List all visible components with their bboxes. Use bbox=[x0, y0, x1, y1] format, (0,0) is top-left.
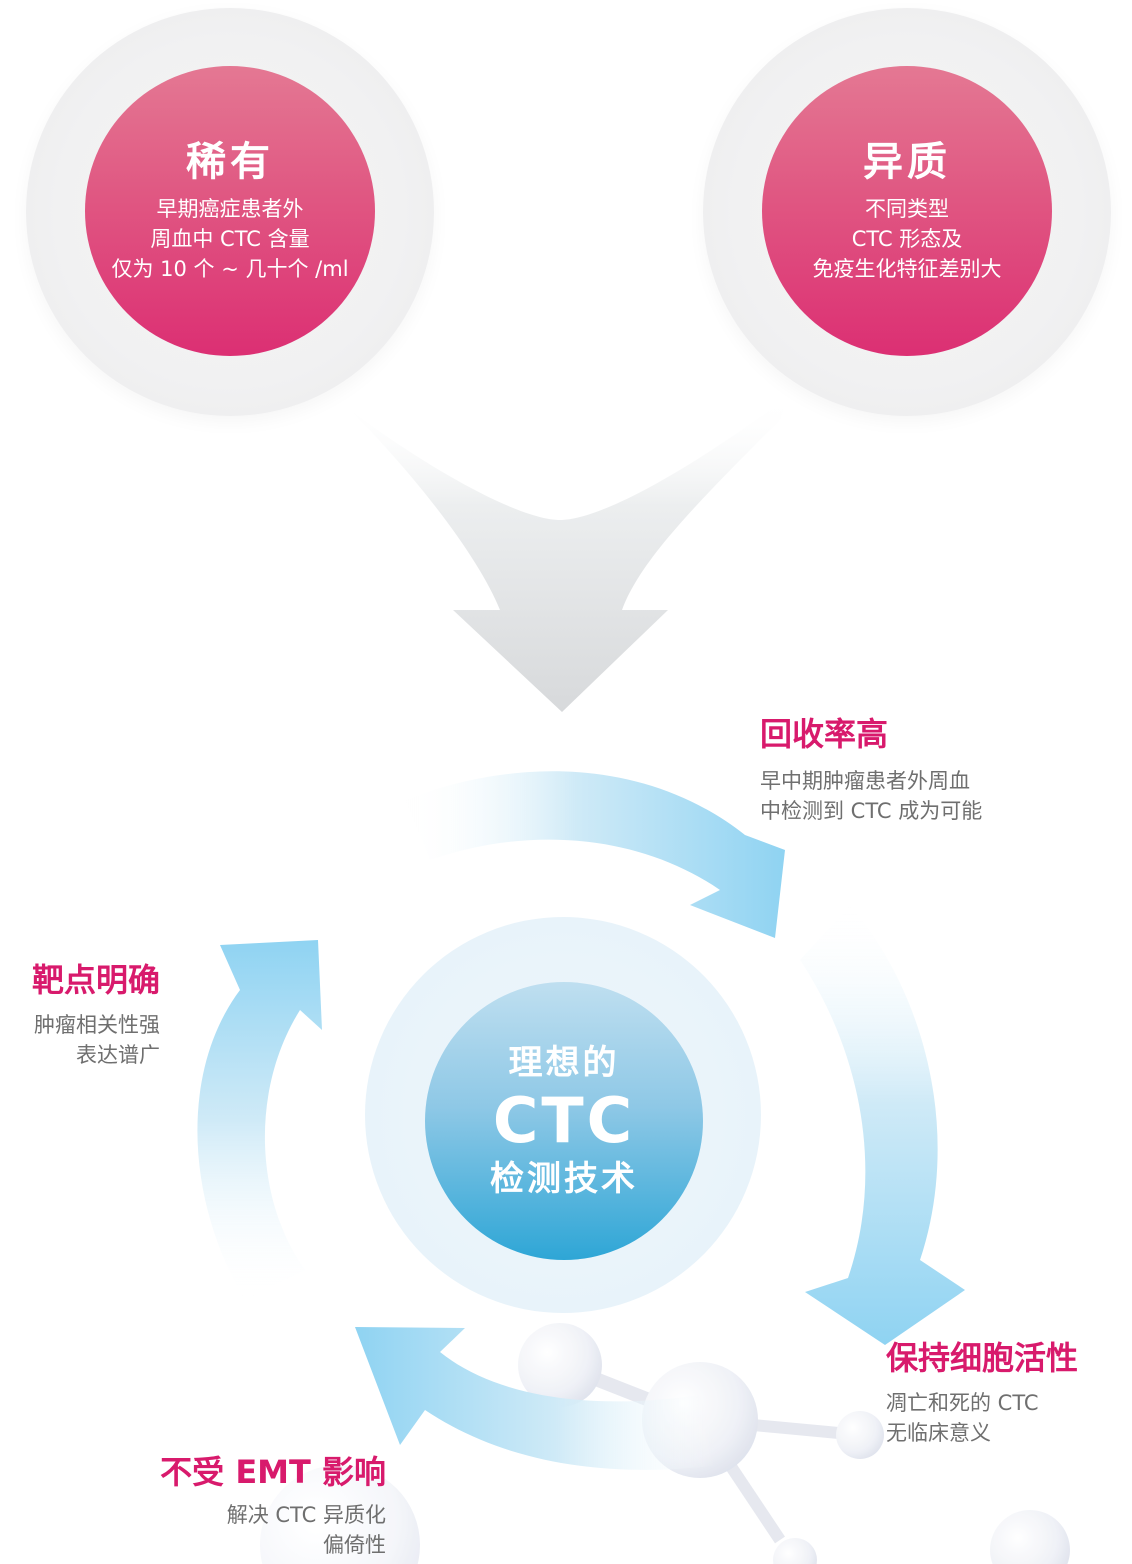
challenge-title: 稀有 bbox=[186, 139, 274, 185]
feature-target: 靶点明确 肿瘤相关性强 表达谱广 bbox=[0, 960, 160, 1070]
feature-title: 保持细胞活性 bbox=[886, 1339, 1079, 1377]
core-line-1: 理想的 bbox=[508, 1043, 620, 1083]
core-line-2: CTC bbox=[492, 1084, 636, 1157]
down-arrow-icon bbox=[350, 395, 790, 712]
feature-desc-line: 解决 CTC 异质化 bbox=[226, 1503, 386, 1527]
challenge-card-heterogeneous: 异质 不同类型 CTC 形态及 免疫生化特征差别大 bbox=[762, 66, 1052, 356]
feature-desc-line: 偏倚性 bbox=[323, 1533, 386, 1557]
challenge-title: 异质 bbox=[863, 139, 951, 185]
feature-viability: 保持细胞活性 凋亡和死的 CTC 无临床意义 bbox=[886, 1338, 1078, 1448]
challenge-desc-line: 不同类型 bbox=[865, 197, 949, 221]
feature-desc-line: 表达谱广 bbox=[76, 1043, 160, 1067]
feature-desc-line: 肿瘤相关性强 bbox=[34, 1013, 160, 1037]
cycle-arrow-icon bbox=[197, 771, 965, 1470]
challenge-desc-line: 免疫生化特征差别大 bbox=[812, 257, 1002, 281]
challenge-desc-line: 周血中 CTC 含量 bbox=[150, 227, 310, 251]
feature-desc-line: 无临床意义 bbox=[886, 1421, 991, 1445]
challenge-card-rare: 稀有 早期癌症患者外 周血中 CTC 含量 仅为 10 个 ~ 几十个 /ml bbox=[85, 66, 375, 356]
feature-desc-line: 中检测到 CTC 成为可能 bbox=[760, 799, 983, 823]
core-line-3: 检测技术 bbox=[490, 1159, 638, 1199]
feature-title: 回收率高 bbox=[760, 715, 889, 753]
core-hub: 理想的 CTC 检测技术 bbox=[425, 982, 703, 1260]
feature-desc-line: 早中期肿瘤患者外周血 bbox=[760, 769, 970, 793]
challenge-desc-line: CTC 形态及 bbox=[851, 227, 963, 251]
feature-title: 靶点明确 bbox=[31, 961, 160, 999]
challenge-desc-line: 早期癌症患者外 bbox=[156, 197, 304, 221]
feature-emt: 不受 EMT 影响 解决 CTC 异质化 偏倚性 bbox=[100, 1452, 386, 1560]
feature-title: 不受 EMT 影响 bbox=[160, 1453, 386, 1491]
feature-desc-line: 凋亡和死的 CTC bbox=[886, 1391, 1039, 1415]
challenge-desc-line: 仅为 10 个 ~ 几十个 /ml bbox=[111, 257, 349, 281]
feature-recovery: 回收率高 早中期肿瘤患者外周血 中检测到 CTC 成为可能 bbox=[760, 714, 982, 826]
